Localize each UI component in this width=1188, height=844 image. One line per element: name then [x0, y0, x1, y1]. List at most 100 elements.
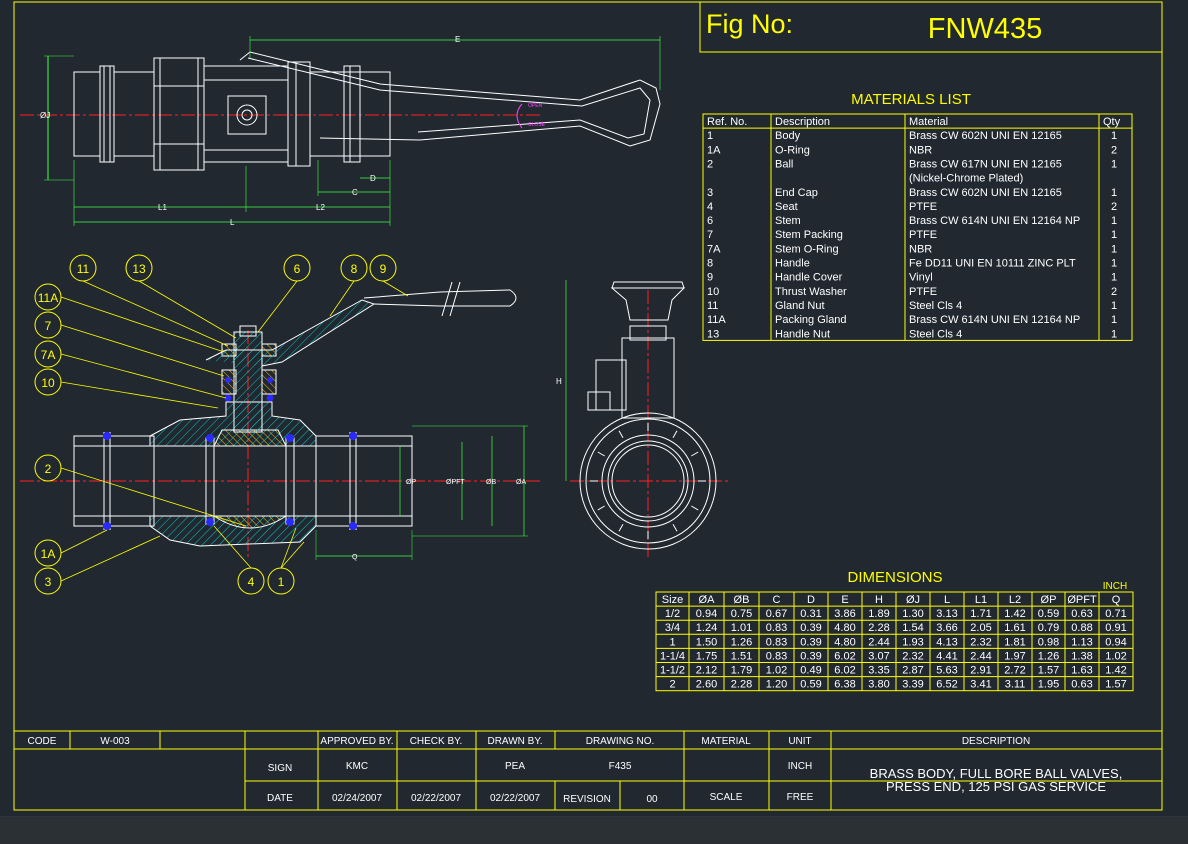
dim-pft-label: ØPFT [446, 479, 465, 486]
balloon-2: 2 [34, 454, 62, 482]
fig-number: FNW435 [928, 13, 1042, 45]
materials-cell: 1 [707, 130, 713, 142]
balloon-label: 10 [41, 376, 55, 390]
materials-cell: Seat [775, 201, 798, 213]
materials-cell: O-Ring [775, 144, 810, 156]
drawing-no-value: F435 [609, 761, 632, 772]
dimensions-cell: 1.75 [696, 650, 717, 662]
dimensions-cell: 0.98 [1038, 636, 1059, 648]
dimensions-cell: 1.42 [1105, 665, 1126, 677]
dimensions-cell: 0.63 [1071, 608, 1092, 620]
balloon-1A: 1A [34, 539, 62, 567]
balloon-label: 8 [351, 262, 358, 276]
dimensions-cell: 1/2 [665, 608, 680, 620]
description-line-2: PRESS END, 125 PSI GAS SERVICE [886, 779, 1106, 794]
dimensions-cell: 1.02 [1105, 650, 1126, 662]
balloon-label: 7A [41, 348, 56, 362]
dimensions-title: DIMENSIONS [847, 569, 942, 586]
materials-cell: Ball [775, 158, 793, 170]
dimensions-cell: 0.83 [766, 622, 787, 634]
balloon-7: 7 [34, 311, 62, 339]
drawn-by-label: DRAWN BY. [487, 736, 542, 747]
balloon-9: 9 [369, 254, 397, 282]
dimensions-cell: 4.13 [936, 636, 957, 648]
dimensions-cell: 0.49 [800, 665, 821, 677]
dimensions-cell: 1.79 [731, 665, 752, 677]
sign-label: SIGN [268, 763, 292, 774]
materials-cell: 11 [707, 300, 718, 312]
dimensions-cell: 2.72 [1004, 665, 1025, 677]
check-by-label: CHECK BY. [410, 736, 463, 747]
materials-cell: 1 [1111, 300, 1117, 312]
dimensions-cell: 3.41 [970, 679, 991, 691]
materials-cell: (Nickel-Chrome Plated) [909, 173, 1023, 185]
dimensions-cell: 3/4 [665, 622, 680, 634]
balloon-label: 2 [45, 462, 52, 476]
balloon-label: 4 [248, 575, 255, 589]
dimensions-header: H [875, 594, 883, 606]
dimensions-cell: 1.20 [766, 679, 787, 691]
materials-cell: Handle Cover [775, 272, 843, 284]
dimensions-header: Size [662, 594, 683, 606]
materials-header: Material [909, 116, 948, 128]
materials-cell: Thrust Washer [775, 286, 847, 298]
dimensions-header: L1 [975, 594, 987, 606]
materials-cell: End Cap [775, 187, 818, 199]
dimensions-cell: 1 [669, 636, 675, 648]
top-view: OPEN CLOSE ØJ E L1 L2 L C D [20, 35, 661, 227]
dim-j-label: ØJ [40, 111, 50, 120]
dimensions-cell: 2.05 [970, 622, 991, 634]
revision-label: REVISION [563, 794, 611, 805]
materials-cell: Stem Packing [775, 229, 843, 241]
approved-date: 02/24/2007 [332, 793, 382, 804]
dimensions-header: C [773, 594, 781, 606]
materials-cell: NBR [909, 144, 932, 156]
dimensions-cell: 3.35 [868, 665, 889, 677]
balloon-leaders [60, 280, 409, 582]
dimensions-cell: 3.11 [1005, 679, 1026, 691]
materials-cell: Brass CW 614N UNI EN 12164 NP [909, 215, 1080, 227]
dimensions-cell: 2.87 [902, 665, 923, 677]
dim-h-label: H [556, 377, 562, 386]
dimensions-cell: 1.30 [902, 608, 923, 620]
dimensions-cell: 0.91 [1105, 622, 1126, 634]
dimensions-cell: 1.13 [1071, 636, 1092, 648]
materials-header: Description [775, 116, 830, 128]
dimensions-cell: 2.60 [696, 679, 717, 691]
dim-l-label: L [230, 218, 235, 227]
materials-cell: 10 [707, 286, 719, 298]
open-mark: OPEN [528, 103, 543, 109]
dimensions-cell: 0.75 [731, 608, 752, 620]
dimensions-cell: 0.79 [1038, 622, 1059, 634]
dim-p-label: ØP [406, 479, 416, 486]
materials-cell: Handle [775, 258, 810, 270]
balloon-1: 1 [267, 567, 295, 595]
dimensions-cell: 0.94 [696, 608, 717, 620]
balloon-label: 7 [45, 319, 52, 333]
dimensions-cell: 1.57 [1038, 665, 1059, 677]
unit-label: UNIT [788, 736, 811, 747]
dimensions-cell: 0.83 [766, 636, 787, 648]
dimensions-cell: 1.93 [902, 636, 923, 648]
materials-cell: 1 [1111, 272, 1117, 284]
dimensions-cell: 2 [669, 679, 675, 691]
dimensions-cell: 1-1/4 [660, 650, 685, 662]
balloon-11: 11 [69, 254, 97, 282]
dimensions-cell: 1.71 [970, 608, 991, 620]
close-mark: CLOSE [528, 122, 546, 128]
dimensions-cell: 0.94 [1105, 636, 1126, 648]
balloon-11A: 11A [34, 283, 62, 311]
materials-cell: 1 [1111, 130, 1117, 142]
materials-cell: Packing Gland [775, 314, 847, 326]
materials-cell: 13 [707, 328, 719, 340]
materials-cell: 7A [707, 243, 721, 255]
dimensions-unit: INCH [1103, 581, 1127, 592]
materials-cell: Brass CW 614N UNI EN 12164 NP [909, 314, 1080, 326]
materials-cell: NBR [909, 243, 932, 255]
dimensions-cell: 1.26 [731, 636, 752, 648]
dimensions-cell: 6.02 [834, 665, 855, 677]
dimensions-header: D [807, 594, 815, 606]
